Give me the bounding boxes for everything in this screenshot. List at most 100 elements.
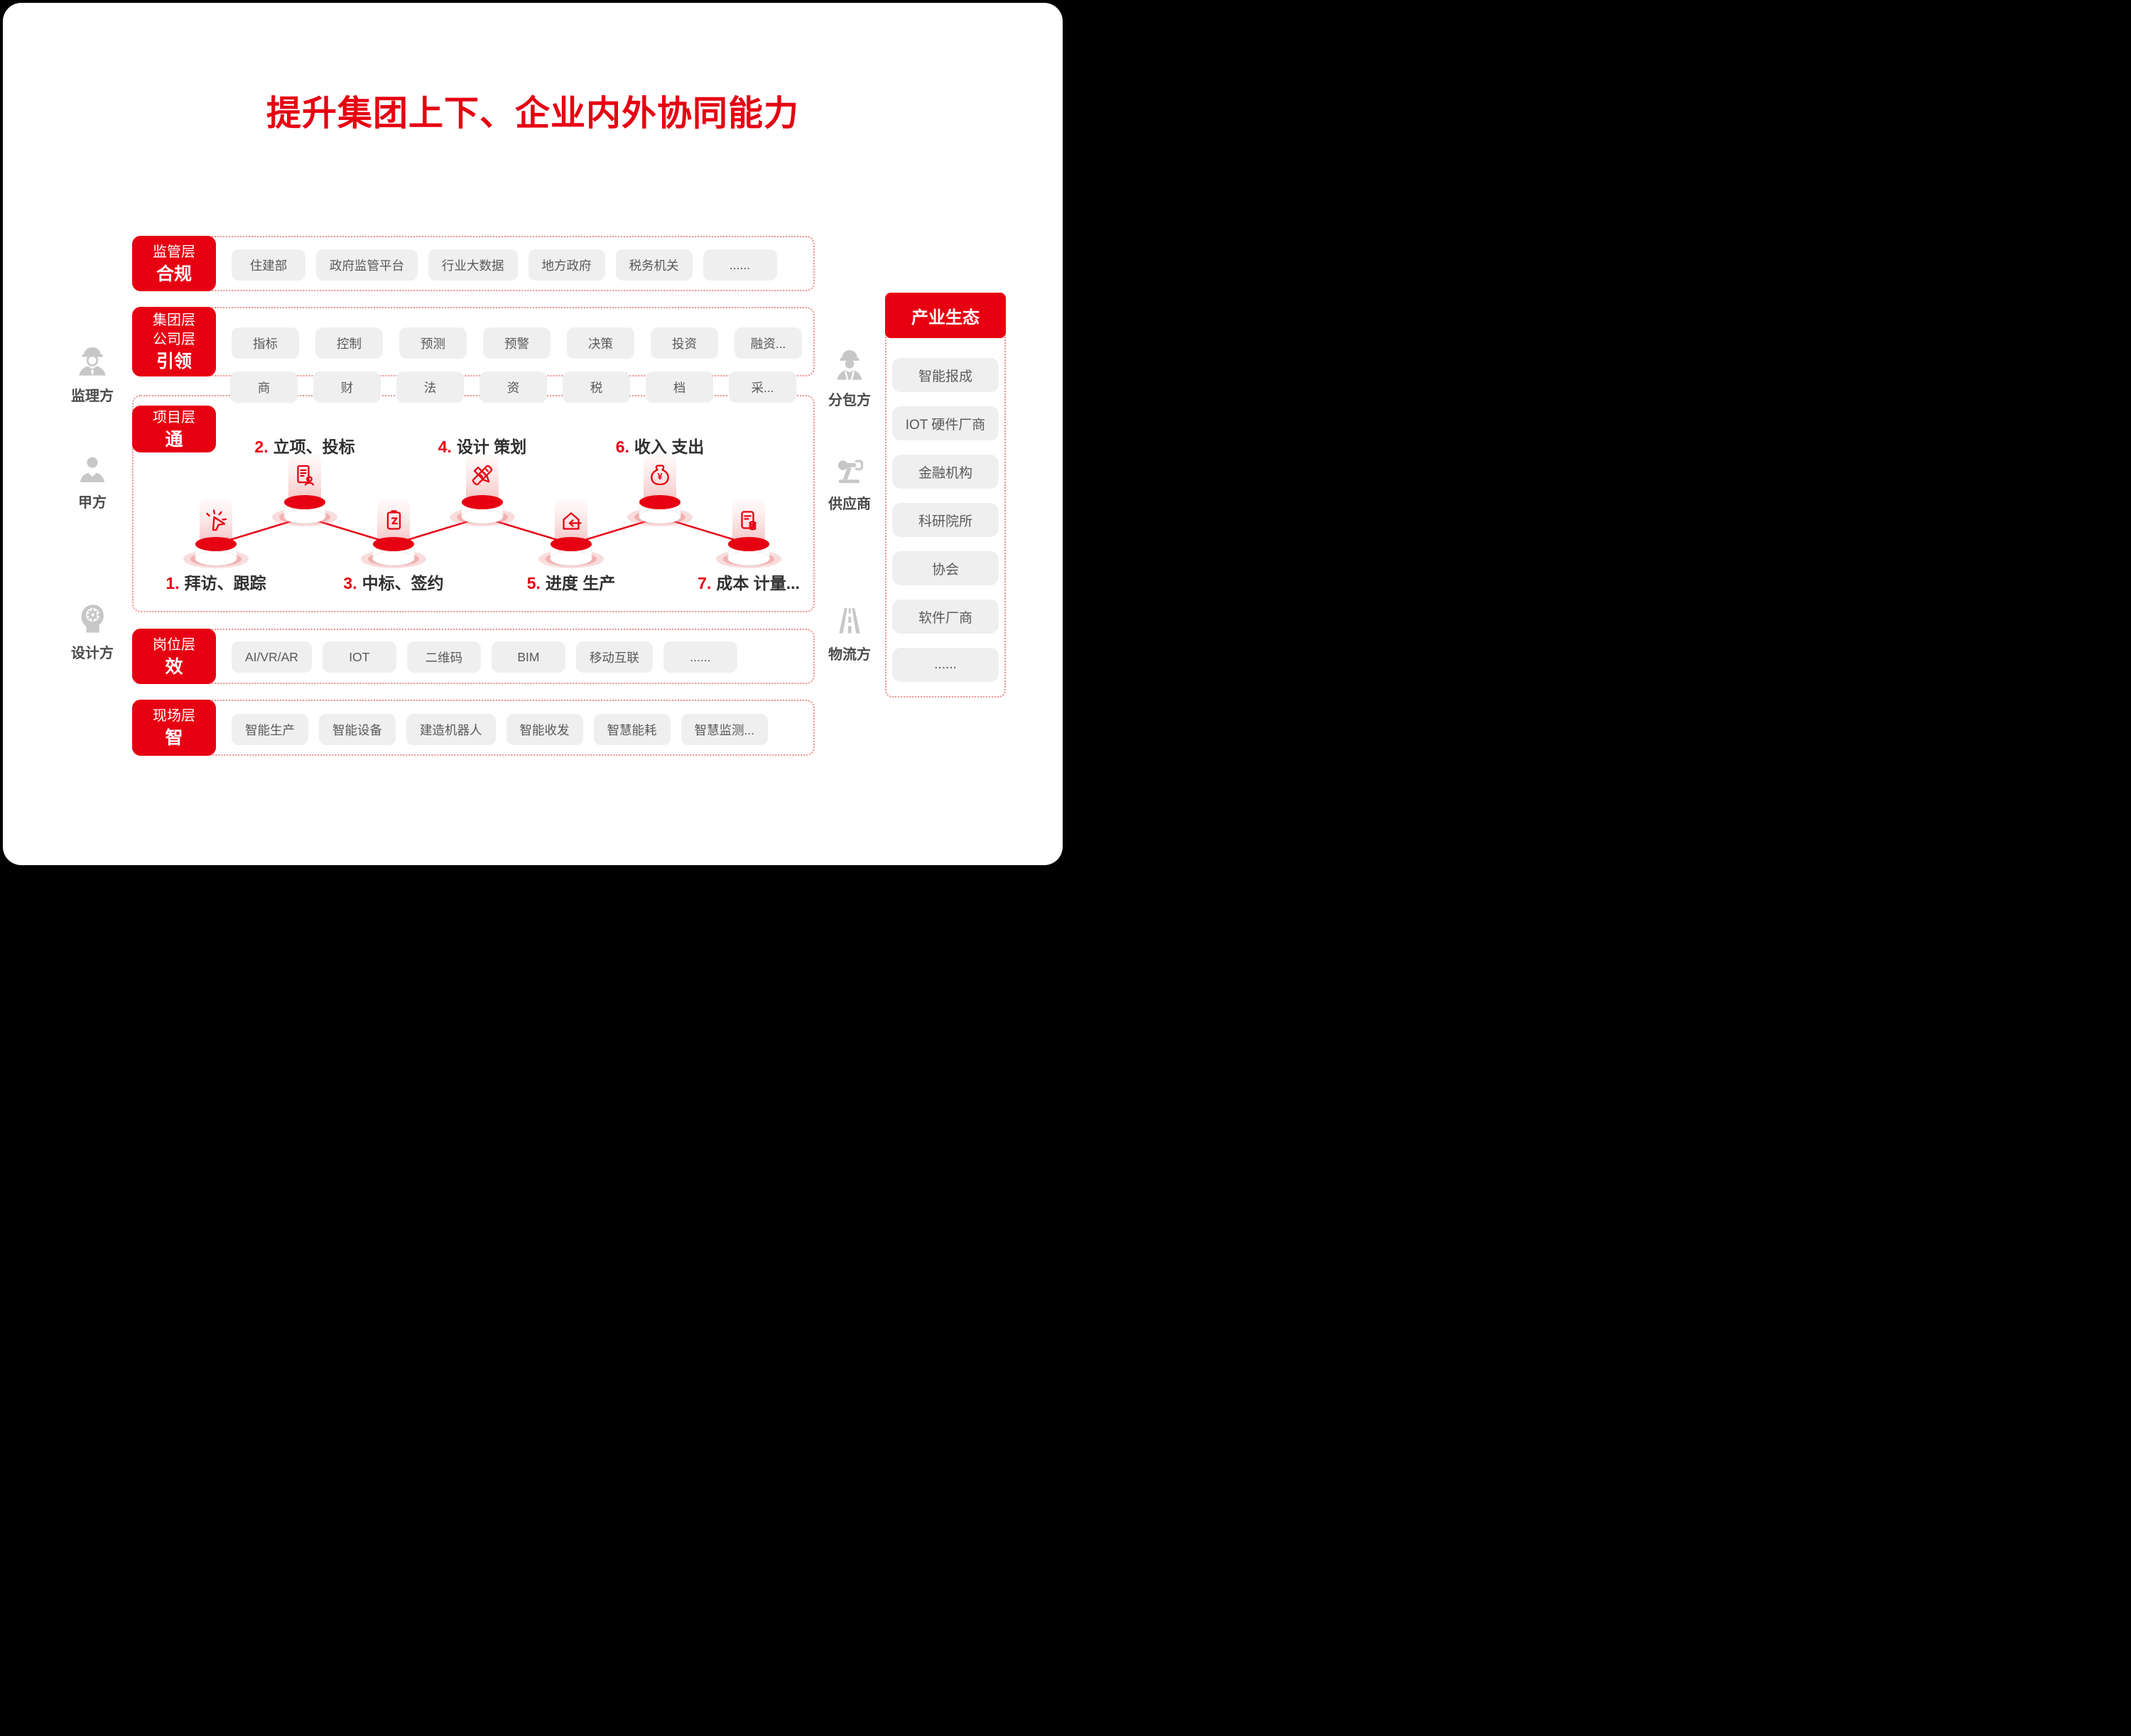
chip: 智能设备 bbox=[319, 714, 396, 745]
band-group: 集团层 公司层 引领 指标控制预测预警决策投资融资... bbox=[132, 307, 815, 376]
chip: 资 bbox=[479, 371, 547, 403]
band-label-keyword: 智 bbox=[165, 728, 183, 748]
chip: 财 bbox=[313, 371, 381, 403]
band-site: 现场层 智 智能生产智能设备建造机器人智能收发智慧能耗智慧监测... bbox=[132, 700, 815, 756]
band-project: 项目层 通 bbox=[132, 395, 815, 612]
chip: 地方政府 bbox=[528, 249, 605, 281]
chip: 预警 bbox=[483, 327, 551, 359]
party-logistics: 物流方 bbox=[800, 602, 899, 663]
site-chip-row: 智能生产智能设备建造机器人智能收发智慧能耗智慧监测... bbox=[232, 714, 769, 745]
chip: 移动互联 bbox=[575, 641, 653, 673]
chip: 建造机器人 bbox=[406, 714, 496, 745]
chip: 投资 bbox=[651, 327, 718, 359]
chip: 法 bbox=[396, 371, 464, 403]
click-cursor-icon bbox=[206, 509, 227, 531]
chip: 档 bbox=[646, 371, 713, 403]
flow-step-4-label: 4.设计 策划 bbox=[438, 438, 527, 456]
chip: 控制 bbox=[315, 327, 383, 359]
ecosystem-item: ...... bbox=[892, 648, 999, 682]
chip: BIM bbox=[491, 641, 565, 673]
flow-step-3-label: 3.中标、签约 bbox=[343, 574, 444, 592]
project-flow-graphic: ¥ bbox=[183, 454, 781, 568]
band-position: 岗位层 效 AI/VR/AR IOT 二维码 BIM 移动互联...... bbox=[132, 629, 815, 684]
band-regulatory-label: 监管层 合规 bbox=[132, 236, 216, 291]
flow-step-5-label: 5.进度 生产 bbox=[526, 574, 616, 592]
flow-step-7-label: 7.成本 计量... bbox=[698, 574, 800, 592]
bid-document-icon bbox=[297, 465, 315, 486]
infographic-canvas: 提升集团上下、企业内外协同能力 监理方 甲方 bbox=[3, 3, 1063, 865]
party-label: 物流方 bbox=[828, 647, 871, 663]
chip: 行业大数据 bbox=[428, 249, 518, 281]
chip: 税 bbox=[563, 371, 630, 403]
ecosystem-item: IOT 硬件厂商 bbox=[892, 406, 999, 440]
flow-step-6-label: 6.收入 支出 bbox=[615, 438, 705, 456]
party-label: 监理方 bbox=[71, 389, 114, 404]
chip: 智能生产 bbox=[232, 714, 308, 745]
party-designer: 设计方 bbox=[43, 600, 142, 662]
band-label-keyword: 引领 bbox=[156, 352, 192, 371]
party-supplier: 供应商 bbox=[800, 452, 899, 513]
band-position-label: 岗位层 效 bbox=[132, 629, 216, 684]
band-label-keyword: 合规 bbox=[156, 264, 192, 284]
party-label: 甲方 bbox=[78, 495, 107, 511]
flow-step-2-label: 2.立项、投标 bbox=[254, 438, 355, 456]
position-chip-row: AI/VR/AR IOT 二维码 BIM 移动互联...... bbox=[232, 641, 737, 673]
domain-chip-row: 商财法资税档采... bbox=[230, 371, 796, 403]
client-icon bbox=[80, 457, 105, 482]
chip: 住建部 bbox=[232, 249, 305, 281]
design-tools-icon bbox=[472, 465, 493, 486]
party-label: 供应商 bbox=[828, 497, 871, 512]
band-label-line: 现场层 bbox=[153, 708, 195, 724]
cost-ledger-icon bbox=[741, 511, 757, 531]
party-subcontractor: 分包方 bbox=[800, 347, 899, 409]
chip: 智能收发 bbox=[506, 714, 583, 745]
chip: IOT bbox=[322, 641, 396, 673]
supplier-icon bbox=[837, 460, 864, 484]
band-label-line: 集团层 bbox=[153, 313, 195, 328]
band-label-keyword: 效 bbox=[165, 656, 183, 677]
chip: 政府监管平台 bbox=[316, 249, 418, 281]
chip: ...... bbox=[663, 641, 737, 673]
logistics-icon bbox=[839, 608, 860, 634]
progress-house-icon bbox=[563, 512, 582, 530]
svg-text:¥: ¥ bbox=[657, 471, 663, 482]
party-label: 分包方 bbox=[828, 393, 871, 408]
band-label-line: 岗位层 bbox=[153, 636, 195, 653]
chip: ...... bbox=[703, 249, 777, 281]
chip: 智慧监测... bbox=[680, 714, 769, 745]
chip: AI/VR/AR bbox=[232, 641, 312, 673]
supervisor-icon bbox=[79, 347, 106, 376]
band-label-keyword: 通 bbox=[165, 429, 183, 450]
chip: 二维码 bbox=[406, 641, 481, 673]
ecosystem-item: 智能报成 bbox=[892, 358, 999, 392]
chip: 指标 bbox=[232, 327, 299, 359]
band-site-label: 现场层 智 bbox=[132, 700, 216, 756]
band-label-line: 监管层 bbox=[153, 244, 195, 260]
regulatory-chip-row: 住建部政府监管平台行业大数据地方政府税务机关...... bbox=[232, 249, 777, 281]
chip: 商 bbox=[230, 371, 298, 403]
party-label: 设计方 bbox=[71, 646, 114, 661]
band-label-line: 项目层 bbox=[153, 409, 195, 425]
chip: 智慧能耗 bbox=[593, 714, 671, 745]
ecosystem-item: 金融机构 bbox=[892, 455, 999, 489]
page-title: 提升集团上下、企业内外协同能力 bbox=[266, 94, 799, 133]
chip: 预测 bbox=[399, 327, 467, 359]
money-bag-icon: ¥ bbox=[651, 465, 669, 486]
ecosystem-title: 产业生态 bbox=[885, 293, 1006, 338]
band-label-line: 公司层 bbox=[153, 332, 195, 347]
chip: 决策 bbox=[567, 327, 634, 359]
band-group-label: 集团层 公司层 引领 bbox=[132, 307, 216, 376]
band-regulatory: 监管层 合规 住建部政府监管平台行业大数据地方政府税务机关...... bbox=[132, 236, 815, 291]
ecosystem-item: 软件厂商 bbox=[892, 600, 999, 634]
party-supervisor: 监理方 bbox=[43, 342, 142, 405]
chip: 税务机关 bbox=[615, 249, 693, 281]
party-client: 甲方 bbox=[43, 452, 142, 511]
group-chip-row: 指标控制预测预警决策投资融资... bbox=[232, 327, 802, 359]
ecosystem-item: 协会 bbox=[892, 551, 999, 585]
band-project-label: 项目层 通 bbox=[132, 406, 216, 452]
chip: 采... bbox=[729, 371, 796, 403]
designer-icon bbox=[81, 604, 104, 633]
subcontractor-icon bbox=[837, 350, 862, 380]
contract-sign-icon bbox=[386, 510, 401, 530]
